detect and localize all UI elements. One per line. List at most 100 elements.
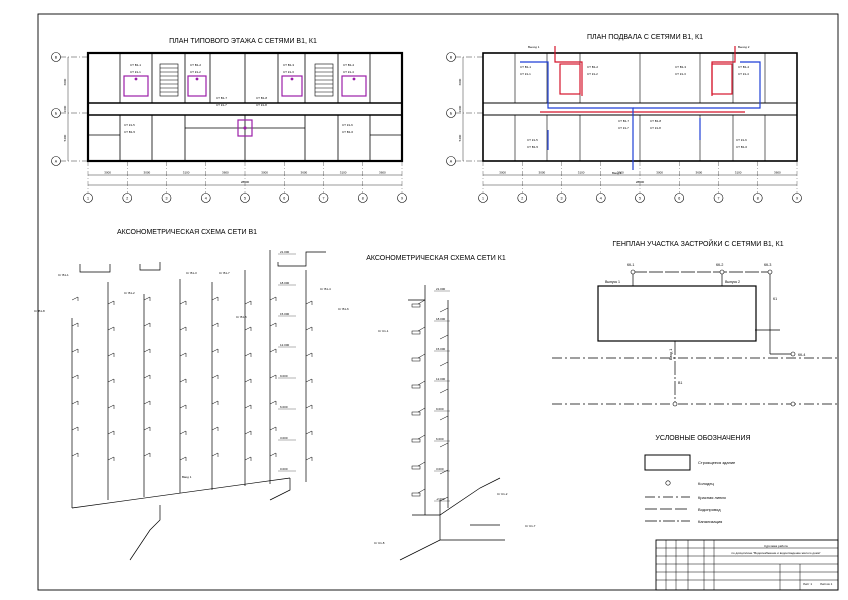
legend-item: Красная линия bbox=[698, 495, 726, 500]
side-dimension: 1600 bbox=[458, 105, 462, 112]
side-dimension: 6000 bbox=[458, 78, 462, 85]
riser-label: СТ К1-4 bbox=[738, 72, 749, 76]
axis-col-label: 8 bbox=[757, 197, 759, 201]
branch-tick bbox=[417, 488, 426, 494]
branch-tick bbox=[244, 378, 252, 383]
riser-label: Ст В1-7 bbox=[219, 271, 230, 275]
branch-tick bbox=[244, 456, 252, 461]
well-label: КК-1 bbox=[627, 263, 634, 267]
branch-tick bbox=[244, 404, 252, 409]
riser-label: СТ К1-4 bbox=[343, 70, 354, 74]
branch-tick bbox=[143, 452, 151, 457]
axis-col-marker bbox=[556, 193, 567, 203]
axis-col-label: 3 bbox=[166, 197, 168, 201]
branch-tick bbox=[71, 374, 79, 379]
legend-title: УСЛОВНЫЕ ОБОЗНАЧЕНИЯ bbox=[655, 435, 750, 442]
axis-row-label: А bbox=[55, 160, 58, 164]
riser-label: СТ К1-1 bbox=[520, 72, 531, 76]
axis-col-marker bbox=[318, 193, 329, 203]
basement-outlet-2: Выход 2 bbox=[738, 45, 750, 49]
genplan-title: ГЕНПЛАН УЧАСТКА ЗАСТРОЙКИ С СЕТЯМИ В1, К… bbox=[612, 239, 783, 248]
outlet-label: Выпуск 2 bbox=[725, 280, 740, 284]
riser-label: СТ В1-3 bbox=[675, 65, 686, 69]
legend-item: Водопровод bbox=[698, 507, 721, 512]
well-label: КК-2 bbox=[716, 263, 723, 267]
branch-tick bbox=[269, 426, 277, 431]
branch-tick bbox=[439, 388, 449, 394]
axis-col-label: 4 bbox=[600, 197, 602, 201]
branch-tick bbox=[143, 296, 151, 301]
branch-tick bbox=[107, 378, 115, 383]
riser-label: Ст К1-7 bbox=[525, 524, 536, 528]
side-dimension: 1600 bbox=[63, 105, 67, 112]
branch-tick bbox=[244, 352, 252, 357]
riser-label: СТ К1-2 bbox=[190, 70, 201, 74]
branch-tick bbox=[439, 361, 449, 367]
axis-col-label: 5 bbox=[244, 197, 246, 201]
elevation-mark: 6.000 bbox=[280, 405, 288, 409]
branch-tick bbox=[143, 322, 151, 327]
span-dimension: 3600 bbox=[222, 171, 229, 175]
branch-tick bbox=[417, 326, 426, 332]
axis-row-label: А bbox=[450, 160, 453, 164]
well-marker bbox=[630, 269, 636, 275]
axis-col-marker bbox=[635, 193, 645, 203]
branch-tick bbox=[417, 380, 426, 386]
genplan: ГЕНПЛАН УЧАСТКА ЗАСТРОЙКИ С СЕТЯМИ В1, К… bbox=[552, 239, 838, 407]
riser-label: СТ В1-2 bbox=[587, 65, 598, 69]
riser-label: СТ В1-5 bbox=[527, 145, 538, 149]
elevation-mark: 18.000 bbox=[436, 317, 446, 321]
span-dimension: 3000 bbox=[261, 171, 268, 175]
branch-tick bbox=[305, 378, 313, 383]
axis-col-label: 6 bbox=[678, 197, 680, 201]
branch-tick bbox=[211, 452, 219, 457]
stamp-line1: Курсовая работа bbox=[764, 544, 788, 548]
branch-tick bbox=[269, 296, 277, 301]
axis-col-marker bbox=[83, 193, 93, 203]
side-dimension: 6000 bbox=[63, 78, 67, 85]
legend: УСЛОВНЫЕ ОБОЗНАЧЕНИЯ Строящееся здание К… bbox=[644, 435, 751, 524]
branch-tick bbox=[143, 426, 151, 431]
riser-label: Ст В1-2 bbox=[124, 291, 135, 295]
elevation-mark: 6.000 bbox=[436, 437, 444, 441]
branch-tick bbox=[211, 322, 219, 327]
branch-tick bbox=[305, 352, 313, 357]
riser-label: СТ К1-7 bbox=[618, 126, 629, 130]
branch-tick bbox=[107, 404, 115, 409]
span-dimension: 3000 bbox=[499, 171, 506, 175]
fixture-symbol bbox=[411, 411, 421, 416]
axis-col-label: 8 bbox=[362, 197, 364, 201]
fixture-symbol bbox=[411, 492, 421, 497]
axis-col-marker bbox=[200, 193, 211, 203]
well-marker bbox=[767, 269, 773, 275]
branch-tick bbox=[305, 456, 313, 461]
branch-tick bbox=[244, 326, 252, 331]
span-dimension: 3100 bbox=[578, 171, 585, 175]
branch-tick bbox=[71, 452, 79, 457]
span-dimension: 3100 bbox=[340, 171, 347, 175]
branch-tick bbox=[107, 326, 115, 331]
axis-col-label: 7 bbox=[718, 197, 720, 201]
branch-tick bbox=[439, 307, 449, 313]
branch-tick bbox=[71, 348, 79, 353]
riser-label: СТ В1-8 bbox=[650, 119, 661, 123]
branch-tick bbox=[417, 299, 426, 305]
typical-floor-plan: ПЛАН ТИПОВОГО ЭТАЖА С СЕТЯМИ В1, К1 bbox=[51, 38, 407, 203]
branch-tick bbox=[305, 404, 313, 409]
riser-label: Ст В1-5 bbox=[236, 315, 247, 319]
stamp-sheet: Лист 1 bbox=[803, 582, 812, 586]
elevation-mark: 3.000 bbox=[436, 467, 444, 471]
inlet-label: Ввод 1 bbox=[182, 475, 192, 479]
branch-tick bbox=[179, 430, 187, 435]
branch-tick bbox=[269, 322, 277, 327]
branch-tick bbox=[179, 326, 187, 331]
branch-tick bbox=[107, 456, 115, 461]
basement-inlet: Ввод 1 bbox=[612, 171, 622, 175]
sheet-frame bbox=[37, 13, 839, 591]
stamp-sheets: Листов 1 bbox=[820, 582, 833, 586]
riser-label: СТ К1-3 bbox=[283, 70, 294, 74]
branch-tick bbox=[179, 456, 187, 461]
riser-label: СТ К1-5 bbox=[124, 123, 135, 127]
network-label: К1 bbox=[773, 297, 777, 301]
